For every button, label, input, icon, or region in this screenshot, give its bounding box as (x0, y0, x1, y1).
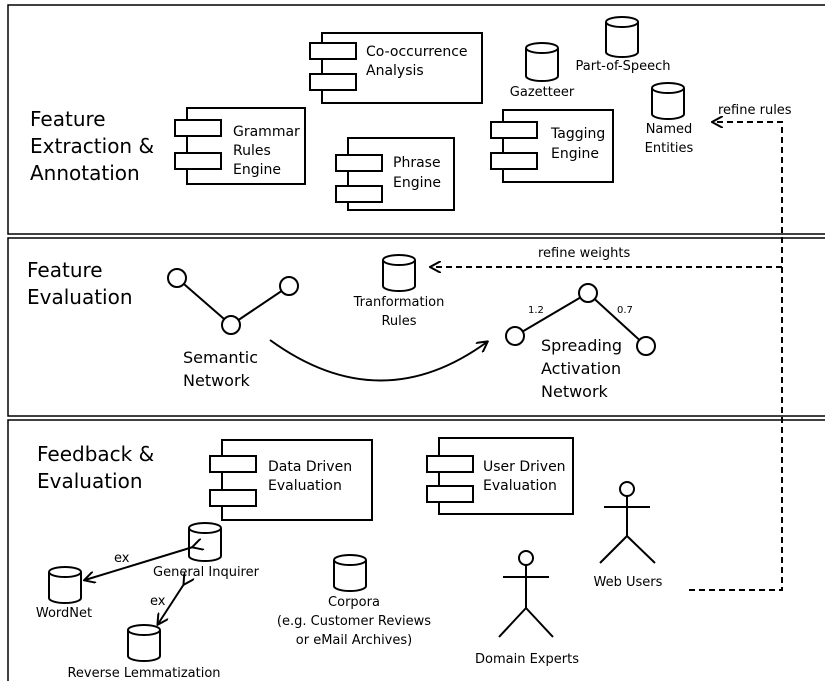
ex-label-bottom: ex (150, 594, 166, 609)
domain-experts-actor-icon (498, 550, 554, 638)
spreading-label-line3: Network (541, 382, 609, 401)
tagging-label-line2: Engine (551, 146, 599, 162)
ex-label-top: ex (114, 551, 130, 566)
user-driven-label-line1: User Driven (483, 459, 566, 475)
refine-rules-label: refine rules (718, 103, 792, 118)
phrase-label-line1: Phrase (393, 155, 441, 171)
spreading-node-left (505, 326, 525, 346)
gazetteer-label: Gazetteer (510, 85, 575, 100)
general-inquirer-label: General Inquirer (153, 565, 260, 580)
cooccurrence-label-line1: Co-occurrence (366, 44, 468, 60)
part-of-speech-datastore-icon (605, 16, 639, 58)
spreading-activation-graph (505, 283, 656, 356)
semantic-node-right (279, 276, 299, 296)
section-frame-evaluation (7, 237, 825, 417)
section-frame-feedback (7, 419, 825, 681)
cooccurrence-label-line2: Analysis (366, 63, 424, 79)
tagging-label-line1: Tagging (550, 126, 605, 142)
semantic-network-label-line1: Semantic (183, 348, 258, 367)
corpora-label-line2: (e.g. Customer Reviews (277, 614, 431, 629)
wordnet-inquirer-arrow (85, 547, 193, 580)
gazetteer-datastore-icon (525, 42, 559, 82)
data-driven-label-line2: Evaluation (268, 478, 342, 494)
refine-weights-label: refine weights (538, 246, 630, 261)
general-inquirer-datastore-icon (188, 522, 222, 562)
grammar-label-line3: Engine (233, 162, 281, 178)
lemmatization-inquirer-arrow (158, 584, 184, 624)
section-title-extraction-line3: Annotation (30, 161, 140, 185)
spreading-weight-left: 1.2 (528, 305, 544, 316)
user-driven-evaluation-component (426, 437, 574, 515)
data-driven-evaluation-component (209, 439, 373, 521)
named-entities-datastore-icon (651, 82, 685, 120)
section-title-extraction-line1: Feature (30, 107, 106, 131)
data-driven-label-line1: Data Driven (268, 459, 352, 475)
reverse-lemmatization-datastore-icon (127, 624, 161, 662)
section-title-feedback-line2: Evaluation (37, 469, 143, 493)
section-frame-extraction (7, 4, 825, 235)
semantic-to-spreading-arrow (269, 339, 487, 382)
phrase-label-line2: Engine (393, 175, 441, 191)
section-title-feedback-line1: Feedback & (37, 442, 154, 466)
wordnet-label: WordNet (36, 606, 92, 621)
grammar-label-line1: Grammar (233, 124, 300, 140)
semantic-node-left (167, 268, 187, 288)
cooccurrence-analysis-component (309, 32, 483, 104)
tagging-engine-component (490, 109, 614, 183)
domain-experts-label: Domain Experts (475, 652, 579, 667)
spreading-label-line2: Activation (541, 359, 621, 378)
phrase-engine-component (335, 137, 455, 211)
corpora-label-line3: or eMail Archives) (296, 633, 412, 648)
web-users-label: Web Users (594, 575, 663, 590)
user-driven-label-line2: Evaluation (483, 478, 557, 494)
refine-rules-dashed-arrow (689, 122, 783, 591)
corpora-datastore-icon (333, 554, 367, 592)
grammar-label-line2: Rules (233, 143, 271, 159)
section-title-extraction-line2: Extraction & (30, 134, 154, 158)
section-title-evaluation-line2: Evaluation (27, 285, 133, 309)
transformation-rules-datastore-icon (382, 254, 416, 292)
semantic-node-bottom (221, 315, 241, 335)
semantic-network-label-line2: Network (183, 371, 251, 390)
transformation-rules-label-line1: Tranformation (353, 295, 445, 310)
reverse-lemmatization-label: Reverse Lemmatization (67, 666, 220, 681)
semantic-network-graph (167, 268, 299, 335)
wordnet-datastore-icon (48, 566, 82, 604)
spreading-node-top (578, 283, 598, 303)
corpora-label-line1: Corpora (328, 595, 380, 610)
named-entities-label-line1: Named (646, 122, 693, 137)
spreading-label-line1: Spreading (541, 336, 622, 355)
web-users-actor-icon (599, 481, 656, 564)
section-title-evaluation-line1: Feature (27, 258, 103, 282)
grammar-rules-engine-component (174, 107, 306, 185)
named-entities-label-line2: Entities (645, 141, 694, 156)
spreading-node-right (636, 336, 656, 356)
transformation-rules-label-line2: Rules (381, 314, 416, 329)
spreading-weight-right: 0.7 (617, 305, 633, 316)
part-of-speech-label: Part-of-Speech (576, 59, 671, 74)
